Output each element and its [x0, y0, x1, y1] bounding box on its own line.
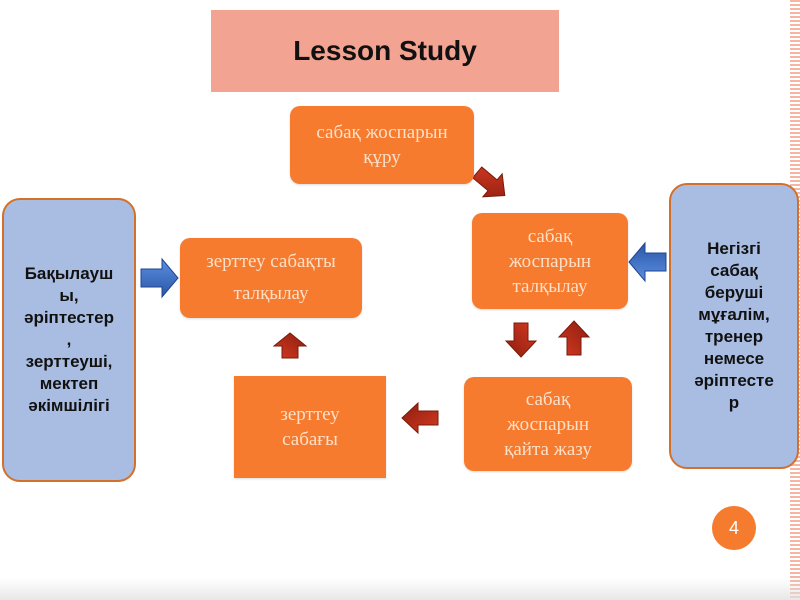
slide-title: Lesson Study: [293, 35, 477, 66]
teacher-box: Негізгі сабақ беруші мұғалім, тренер нем…: [669, 183, 799, 469]
arrow-rewrite-to-research-icon: [401, 401, 439, 435]
arrow-teacher-input-icon: [628, 241, 667, 283]
node-research-lesson-label: зерттеу сабағы: [280, 404, 340, 450]
observers-box: Бақылауш ы, әріптестер , зерттеуші, мект…: [2, 198, 136, 482]
arrow-discuss-to-rewrite-icon: [504, 322, 538, 358]
node-plan-create: сабақ жоспарын құру: [290, 106, 474, 184]
arrow-research-to-discussion-icon: [272, 332, 308, 359]
node-research-lesson: зерттеу сабағы: [234, 376, 386, 478]
observers-label: Бақылауш ы, әріптестер , зерттеуші, мект…: [23, 264, 114, 415]
teacher-label: Негізгі сабақ беруші мұғалім, тренер нем…: [694, 239, 774, 412]
node-plan-create-label: сабақ жоспарын құру: [316, 122, 448, 168]
node-plan-discuss: сабақ жоспарын талқылау: [472, 213, 628, 309]
bottom-shadow: [0, 578, 800, 600]
node-research-discussion-label: зерттеу сабақты талқылау: [206, 251, 336, 304]
arrow-observers-input-icon: [140, 257, 179, 299]
node-research-discussion: зерттеу сабақты талқылау: [180, 238, 362, 318]
page-number: 4: [728, 517, 739, 538]
node-plan-rewrite-label: сабақ жоспарын қайта жазу: [504, 388, 592, 460]
arrow-create-to-discuss-icon: [472, 166, 506, 198]
title-banner: Lesson Study: [211, 10, 559, 92]
page-number-badge: 4: [712, 506, 756, 550]
arrow-rewrite-to-discuss-icon: [557, 320, 591, 356]
node-plan-rewrite: сабақ жоспарын қайта жазу: [464, 377, 632, 471]
node-plan-discuss-label: сабақ жоспарын талқылау: [508, 225, 592, 297]
